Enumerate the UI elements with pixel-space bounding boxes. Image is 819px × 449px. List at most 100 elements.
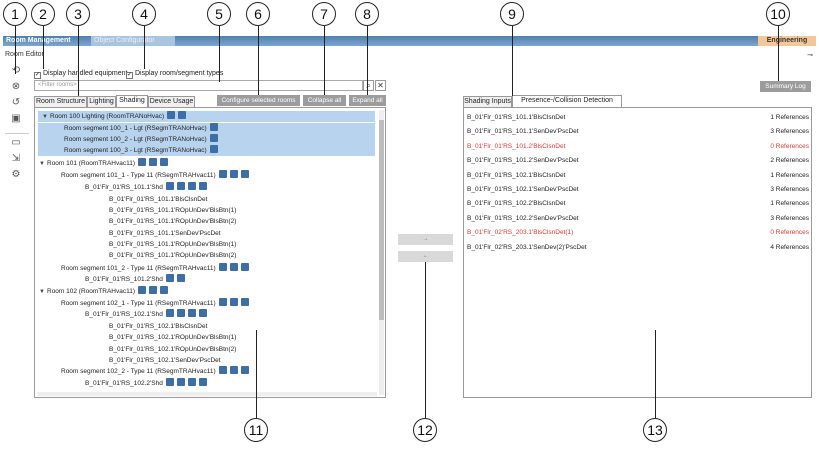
device-type-icon[interactable] xyxy=(176,182,185,190)
display-handled-checkbox[interactable]: ✓Display handled equipment xyxy=(34,69,127,79)
room-tree[interactable]: ▼Room 100 Lighting (RoomTRANoHvac)Room s… xyxy=(34,107,386,398)
device-type-icon[interactable] xyxy=(198,182,207,190)
filter-rooms-input[interactable]: <Filter rooms> xyxy=(34,80,363,91)
device-type-icon[interactable] xyxy=(138,286,147,294)
device-type-icon[interactable] xyxy=(209,145,218,153)
device-type-icon[interactable] xyxy=(229,366,238,374)
tree-segment-node[interactable]: Room segment 102_2 - Type 11 (RSegmTRAHv… xyxy=(35,366,249,377)
document-icon[interactable]: ▭ xyxy=(11,137,21,148)
tree-item-node[interactable]: B_01'Flr_01'RS_101.1'ROpUnDev'BlsBtn(2) xyxy=(35,216,236,227)
device-type-icon[interactable] xyxy=(229,263,238,271)
device-type-icon[interactable] xyxy=(218,263,227,271)
tree-item-node[interactable]: B_01'Flr_01'RS_102.1'ROpUnDev'BlsBtn(2) xyxy=(35,344,236,355)
device-type-icon[interactable] xyxy=(187,182,196,190)
device-type-icon[interactable] xyxy=(176,378,185,386)
expand-toggle-icon[interactable]: ▼ xyxy=(42,114,48,120)
assign-button[interactable]: → xyxy=(398,234,453,245)
unassign-button[interactable]: ← xyxy=(398,251,453,262)
tree-item-node[interactable]: B_01'Flr_01'RS_101.1'BlsClsnDet xyxy=(35,194,207,205)
tree-item-node[interactable]: B_01'Flr_01'RS_101.1'ROpUnDev'BlsBtn(1) xyxy=(35,205,236,216)
tree-item-node[interactable]: B_01'Flr_01'RS_102.1'ROpUnDev'BlsBtn(1) xyxy=(35,332,236,343)
checkbox-icon[interactable]: ✓ xyxy=(34,72,41,79)
device-type-icon[interactable] xyxy=(240,263,249,271)
tree-segment-node[interactable]: Room segment 101_1 - Type 11 (RSegmTRAHv… xyxy=(35,170,249,181)
reference-row[interactable]: B_01'Flr_02'RS_203.1'BlsClsnDet(1)0 Refe… xyxy=(467,227,809,238)
device-type-icon[interactable] xyxy=(178,111,187,119)
device-type-icon[interactable] xyxy=(240,366,249,374)
tree-room-node[interactable]: ▼Room 100 Lighting (RoomTRANoHvac) xyxy=(38,111,375,122)
device-type-icon[interactable] xyxy=(165,309,174,317)
display-types-checkbox[interactable]: ✓Display room/segment types xyxy=(126,69,223,79)
tree-segment-node[interactable]: Room segment 101_2 - Type 11 (RSegmTRAHv… xyxy=(35,263,249,274)
checkbox-icon[interactable]: ✓ xyxy=(126,72,133,79)
tab-room-structure[interactable]: Room Structure xyxy=(34,96,87,107)
tab-presence-collision-inputs[interactable]: Presence-/Collision Detection Inputs xyxy=(512,95,622,114)
device-type-icon[interactable] xyxy=(160,286,169,294)
device-type-icon[interactable] xyxy=(198,309,207,317)
tree-item-node[interactable]: B_01'Flr_01'RS_101.2'Shd xyxy=(35,274,185,285)
tree-item-node[interactable]: B_01'Flr_01'RS_101.1'ROpUnDev'BlsBtn(1) xyxy=(35,239,236,250)
tree-segment-node[interactable]: Room segment 102_1 - Type 11 (RSegmTRAHv… xyxy=(35,298,249,309)
tree-item-node[interactable]: B_01'Flr_01'RS_101.1'Shd xyxy=(35,182,207,193)
device-type-icon[interactable] xyxy=(198,378,207,386)
device-type-icon[interactable] xyxy=(229,170,238,178)
expand-all-button[interactable]: Expand all xyxy=(349,95,386,106)
save-icon[interactable]: ▣ xyxy=(11,113,21,124)
tree-horizontal-scrollbar[interactable] xyxy=(37,392,377,396)
device-type-icon[interactable] xyxy=(176,309,185,317)
device-type-icon[interactable] xyxy=(165,378,174,386)
export-icon[interactable]: ⇲ xyxy=(11,153,21,164)
tree-item-node[interactable]: B_01'Flr_01'RS_101.1'SenDev'PscDet xyxy=(35,228,221,239)
tab-shading-inputs[interactable]: Shading Inputs xyxy=(463,96,512,107)
device-type-icon[interactable] xyxy=(187,378,196,386)
tree-item-node[interactable]: B_01'Flr_01'RS_102.1'BlsClsnDet xyxy=(35,321,207,332)
undo-icon[interactable]: ↺ xyxy=(11,97,21,108)
settings-icon[interactable]: ⚙ xyxy=(11,169,21,180)
device-type-icon[interactable] xyxy=(165,182,174,190)
tree-vertical-scrollbar[interactable] xyxy=(379,110,384,395)
device-type-icon[interactable] xyxy=(149,158,158,166)
engineering-mode-badge[interactable]: Engineering xyxy=(758,36,816,46)
device-type-icon[interactable] xyxy=(149,286,158,294)
pin-icon[interactable]: ⊸ xyxy=(807,52,813,59)
tree-item-node[interactable]: B_01'Flr_01'RS_102.1'SenDev'PscDet xyxy=(35,355,221,366)
device-type-icon[interactable] xyxy=(176,274,185,282)
device-type-icon[interactable] xyxy=(209,134,218,142)
summary-log-button[interactable]: Summary Log xyxy=(760,81,811,92)
configure-selected-rooms-button[interactable]: Configure selected rooms xyxy=(217,95,300,106)
expand-toggle-icon[interactable]: ▼ xyxy=(39,161,45,167)
device-type-icon[interactable] xyxy=(218,298,227,306)
tree-item-node[interactable]: B_01'Flr_01'RS_102.1'Shd xyxy=(35,309,207,320)
device-type-icon[interactable] xyxy=(160,158,169,166)
device-type-icon[interactable] xyxy=(218,170,227,178)
tree-room-node[interactable]: ▼Room 101 (RoomTRAHvac11) xyxy=(35,158,169,169)
device-type-icon[interactable] xyxy=(187,309,196,317)
scrollbar-thumb[interactable] xyxy=(379,120,384,320)
device-type-icon[interactable] xyxy=(138,158,147,166)
device-type-icon[interactable] xyxy=(229,298,238,306)
clear-filter-icon[interactable]: ✕ xyxy=(375,80,386,91)
device-type-icon[interactable] xyxy=(209,123,218,131)
refresh-icon[interactable]: ⟲ xyxy=(8,64,24,78)
device-type-icon[interactable] xyxy=(167,111,176,119)
tree-segment-node[interactable]: Room segment 100_1 - Lgt (RSegmTRANoHvac… xyxy=(38,123,375,134)
tree-room-node[interactable]: ▼Room 102 (RoomTRAHvac11) xyxy=(35,286,169,297)
tab-room-management[interactable]: Room Management xyxy=(6,37,71,44)
tree-item-node[interactable]: B_01'Flr_01'RS_102.2'Shd xyxy=(35,378,207,389)
expand-toggle-icon[interactable]: ▼ xyxy=(39,289,45,295)
tab-device-usage[interactable]: Device Usage xyxy=(148,96,195,107)
device-type-icon[interactable] xyxy=(165,274,174,282)
tree-segment-node[interactable]: Room segment 100_3 - Lgt (RSegmTRANoHvac… xyxy=(38,145,375,156)
tree-item-node[interactable]: B_01'Flr_01'RS_101.1'ROpUnDev'BlsBtn(2) xyxy=(35,250,236,261)
tab-lighting[interactable]: Lighting xyxy=(87,96,116,107)
